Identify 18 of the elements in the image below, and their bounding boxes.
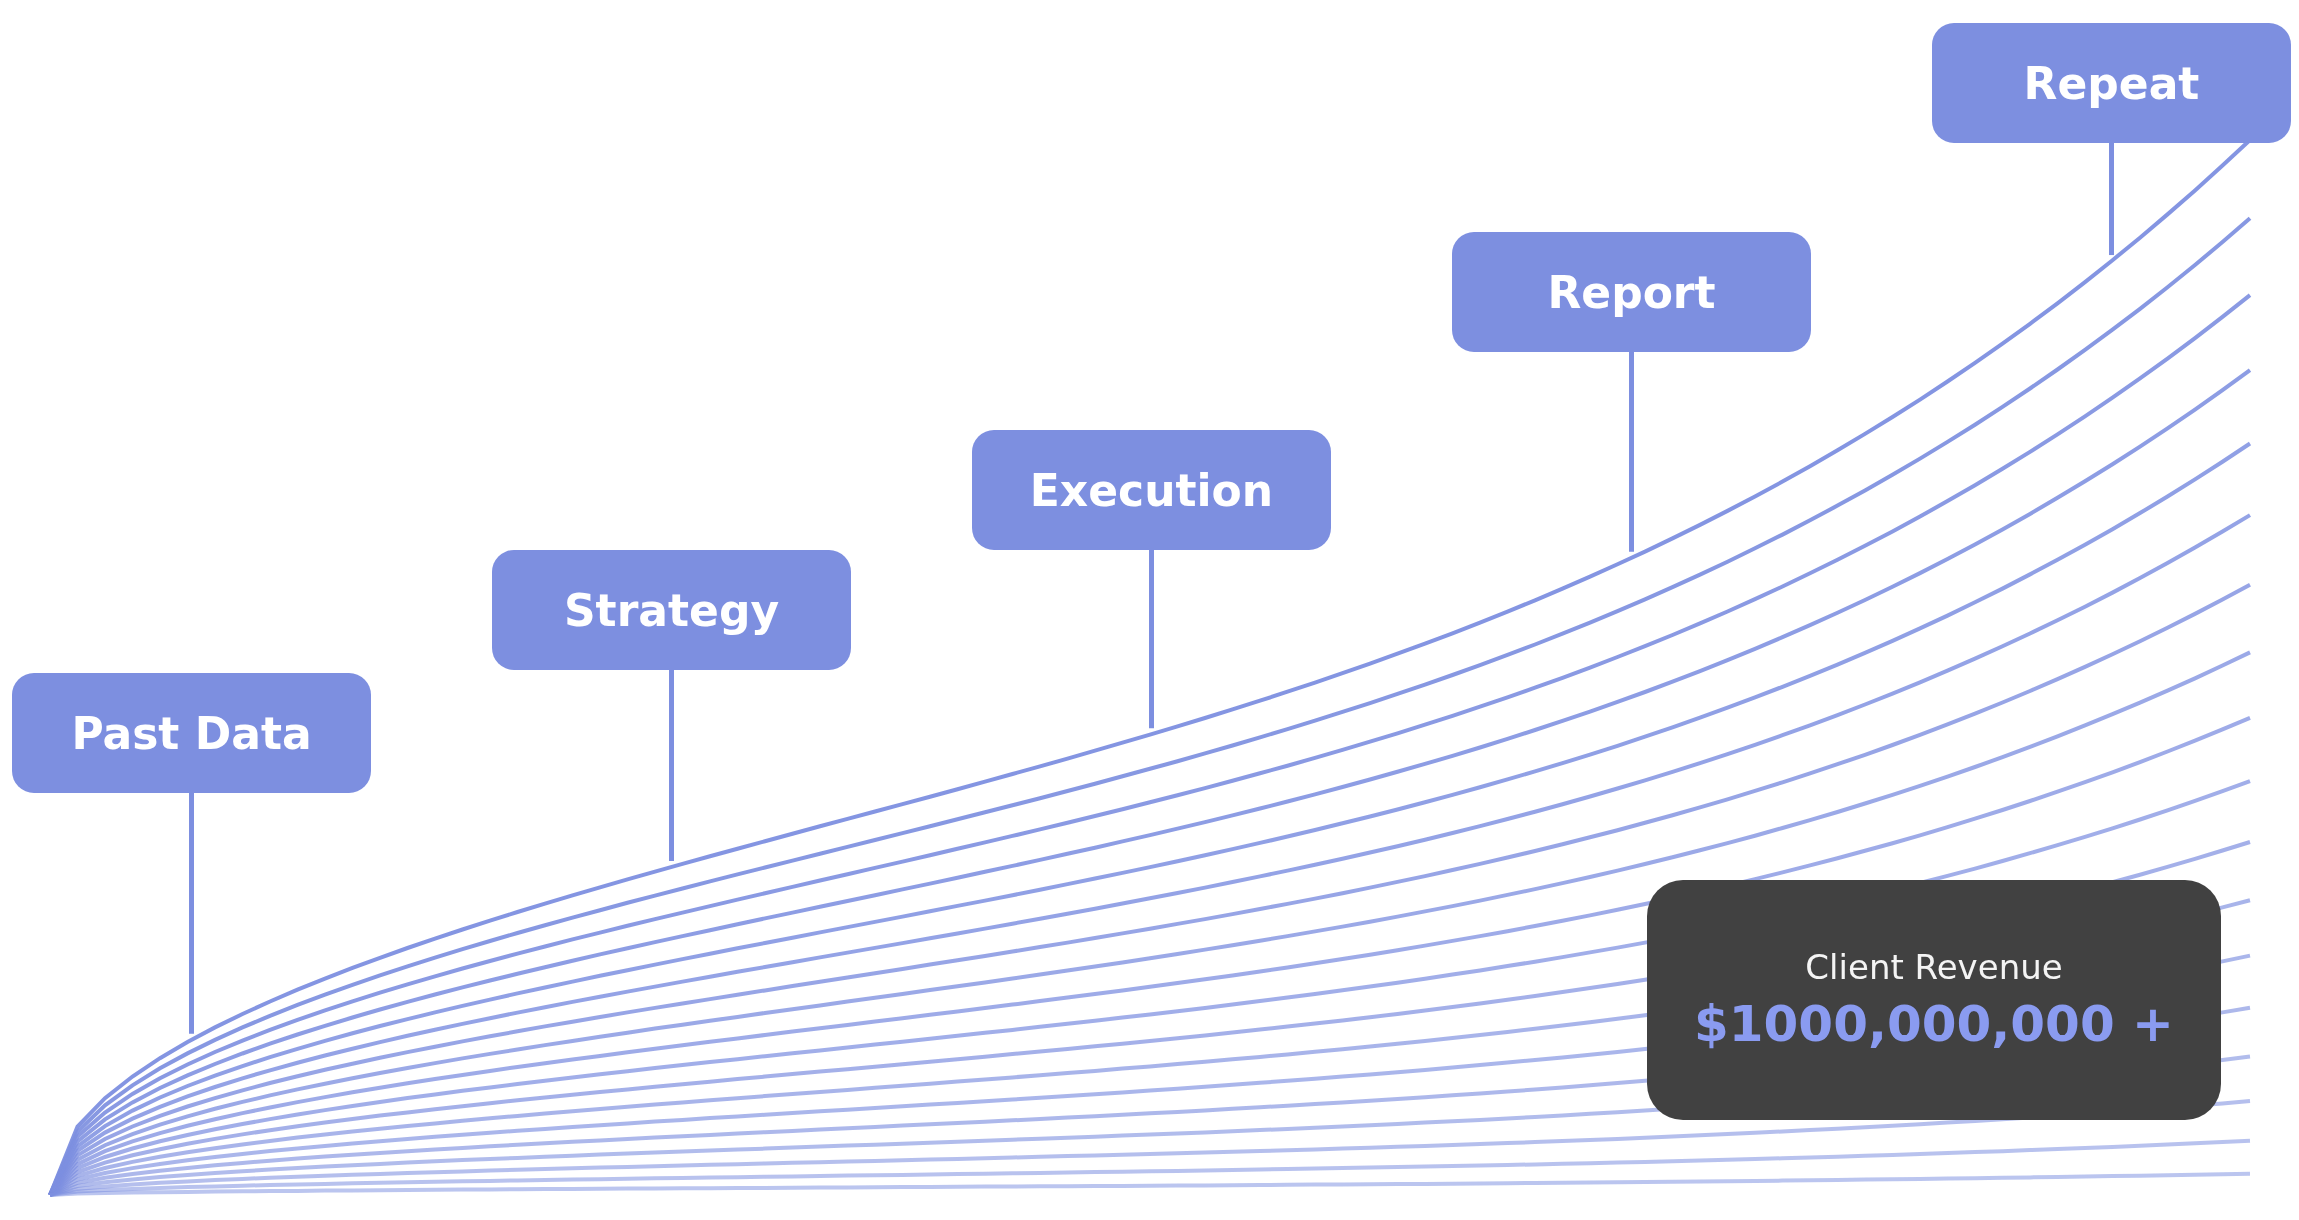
step-label: Past Data xyxy=(71,707,312,759)
revenue-amount: $1000,000,000 + xyxy=(1694,995,2174,1053)
revenue-card xyxy=(1647,880,2221,1120)
step-box xyxy=(1452,232,1811,352)
step-box xyxy=(1932,23,2291,143)
leader-line xyxy=(1629,352,1634,552)
step-label: Execution xyxy=(1029,464,1274,516)
step-box xyxy=(972,430,1331,550)
step-box xyxy=(12,673,371,793)
step-label: Report xyxy=(1547,266,1716,318)
revenue-caption: Client Revenue xyxy=(1805,947,2063,987)
step-label: Repeat xyxy=(2023,57,2200,109)
step-box xyxy=(492,550,851,670)
leader-line xyxy=(189,793,194,1034)
leader-line xyxy=(669,670,674,861)
leader-line xyxy=(2109,143,2114,256)
step-label: Strategy xyxy=(563,584,780,636)
leader-line xyxy=(1149,550,1154,729)
